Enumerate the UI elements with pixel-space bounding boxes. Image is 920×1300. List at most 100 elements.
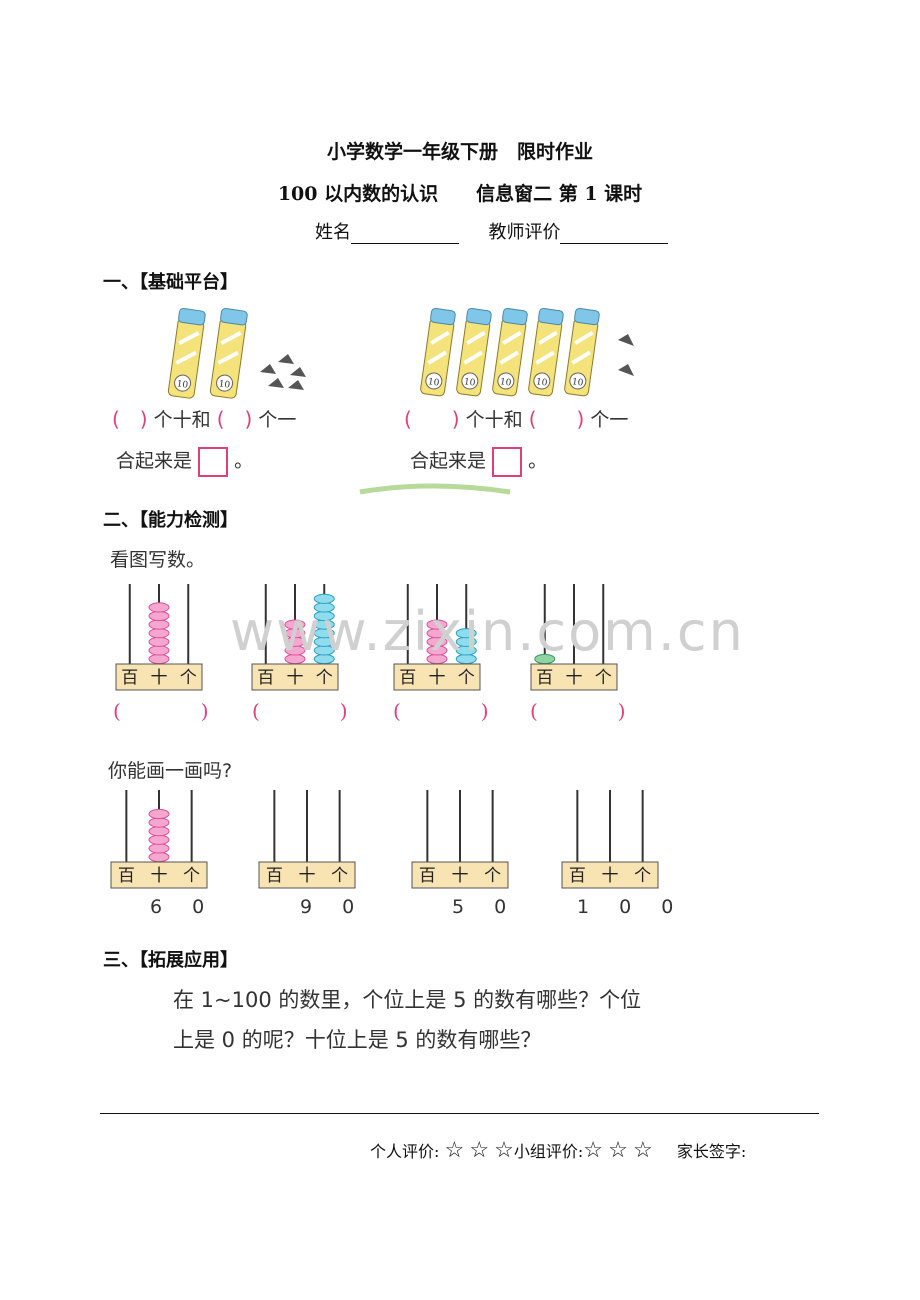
abacus-place-label: 百: [118, 866, 135, 886]
abacus-bead: [455, 628, 477, 639]
abacus-answer-4[interactable]: ( ): [530, 699, 626, 723]
star-icon[interactable]: ☆: [632, 1138, 653, 1163]
period: 。: [234, 450, 254, 472]
abacus-place-label: 十: [566, 668, 583, 688]
tens-text: 个十和: [153, 409, 211, 431]
abacus-place-label: 百: [399, 668, 416, 688]
abacus-bead: [148, 636, 170, 647]
worksheet-subtitle: 100 以内数的认识 信息窗二 第 1 课时: [277, 183, 643, 205]
tube-label: 10: [176, 379, 189, 391]
star-icon[interactable]: ☆: [608, 1138, 628, 1163]
draw-number-3: 5 0: [452, 896, 519, 918]
shuttle-tube-icon: 10: [564, 308, 600, 397]
shuttle-tube-icon: 10: [209, 308, 248, 399]
star-icon[interactable]: ☆: [444, 1138, 465, 1163]
name-label: 姓名: [315, 222, 351, 243]
tens-text: 个十和: [465, 409, 523, 431]
abacus-answer-3[interactable]: ( ): [393, 699, 489, 723]
section1-illustration: 10 10 10 10 10: [167, 308, 634, 495]
abacus-place-label: 十: [602, 866, 619, 886]
sum-text: 合起来是: [410, 450, 487, 472]
abacus-bead: [148, 602, 170, 613]
tens-answer-paren[interactable]: ( ): [404, 407, 460, 431]
sum-text: 合起来是: [116, 450, 193, 472]
tube-label: 10: [463, 377, 476, 389]
ones-answer-paren[interactable]: ( ): [216, 407, 253, 431]
abacus-place-label: 个: [484, 866, 501, 886]
worksheet-title: 小学数学一年级下册 限时作业: [326, 141, 593, 163]
ones-text: 个一: [258, 409, 297, 431]
abacus-frame: [393, 663, 481, 691]
draw-number-4: 1 0 0: [577, 896, 686, 918]
sum-answer-box[interactable]: [198, 446, 229, 477]
ones-answer-paren[interactable]: ( ): [528, 407, 585, 431]
abacus-bead: [148, 628, 170, 639]
abacus-bead: [148, 619, 170, 630]
footer-evaluation: 个人评价: ☆ ☆ ☆小组评价:☆ ☆ ☆ 家长签字:: [370, 1138, 746, 1163]
abacus-place-label: 个: [180, 668, 197, 688]
abacus-bead: [148, 817, 170, 828]
draw-abacus-prompt: 你能画一画吗?: [108, 760, 233, 782]
abacus-answer-2[interactable]: ( ): [252, 699, 348, 723]
abacus-place-label: 个: [595, 668, 612, 688]
abacus-place-label: 百: [121, 668, 138, 688]
s1-left-sum-line: 合起来是 。: [116, 446, 253, 477]
abacus-bead: [148, 653, 170, 665]
abacus-bead: [148, 834, 170, 845]
self-eval-label: 个人评价:: [370, 1142, 440, 1161]
draw-number-1: 6 0: [150, 896, 217, 918]
abacus-place-label: 十: [151, 668, 168, 688]
shuttle-tube-icon: 10: [456, 308, 492, 397]
s1-left-count-line: ( ) 个十和 ( ) 个一: [112, 403, 296, 432]
abacus-frame: [258, 861, 356, 889]
abacus-place-label: 十: [429, 668, 446, 688]
abacus-exercises: 百十个百十个百十个百十个百十个百十个百十个百十个: [110, 584, 659, 889]
section1-heading: 一、【基础平台】: [103, 272, 238, 293]
abacus-place-label: 十: [151, 866, 168, 886]
star-icon[interactable]: ☆: [469, 1138, 490, 1163]
abacus-bead: [148, 851, 170, 863]
abacus-place-label: 个: [183, 866, 200, 886]
grass-decoration: [359, 483, 511, 495]
parent-sign-label: 家长签字:: [676, 1142, 747, 1161]
ones-text: 个一: [590, 409, 629, 431]
abacus-place-label: 个: [331, 866, 348, 886]
name-blank[interactable]: [351, 225, 459, 244]
period: 。: [528, 450, 548, 472]
abacus-frame: [411, 861, 509, 889]
star-icon[interactable]: ☆: [494, 1138, 514, 1163]
abacus-bead: [284, 619, 306, 630]
teacher-eval-blank[interactable]: [560, 225, 669, 244]
footer-divider: [100, 1113, 819, 1114]
shuttlecock-icons: [260, 354, 306, 390]
abacus-bead: [426, 619, 448, 630]
abacus-place-label: 百: [266, 866, 283, 886]
shuttle-tube-icon: 10: [492, 308, 528, 397]
abacus-frame: [110, 861, 208, 889]
sum-answer-box[interactable]: [492, 446, 523, 477]
abacus-bead: [313, 593, 335, 604]
section3-question-line2: 上是 0 的呢？十位上是 5 的数有哪些？: [173, 1028, 542, 1052]
abacus-frame: [561, 861, 659, 889]
tube-group-left: 10 10: [167, 308, 306, 399]
star-icon[interactable]: ☆: [583, 1138, 604, 1163]
group-eval-label: 小组评价:: [513, 1142, 584, 1161]
tube-label: 10: [218, 379, 231, 391]
abacus-place-label: 百: [257, 668, 274, 688]
section3-question-line1: 在 1~100 的数里，个位上是 5 的数有哪些？个位: [173, 988, 642, 1012]
abacus-place-label: 十: [452, 866, 469, 886]
draw-number-2: 9 0: [300, 896, 367, 918]
abacus-place-label: 个: [316, 668, 333, 688]
abacus-frame: [115, 663, 203, 691]
abacus-answer-1[interactable]: ( ): [113, 699, 209, 723]
abacus-frame: [251, 663, 339, 691]
read-abacus-prompt: 看图写数。: [110, 549, 206, 571]
section3-heading: 三、【拓展应用】: [103, 950, 238, 971]
tens-answer-paren[interactable]: ( ): [112, 407, 148, 431]
tube-label: 10: [427, 377, 440, 389]
abacus-place-label: 百: [569, 866, 586, 886]
abacus-bead: [148, 826, 170, 837]
shuttle-tube-icon: 10: [420, 308, 456, 397]
abacus-bead: [148, 808, 170, 820]
s1-right-count-line: ( ) 个十和 ( ) 个一: [404, 403, 628, 432]
